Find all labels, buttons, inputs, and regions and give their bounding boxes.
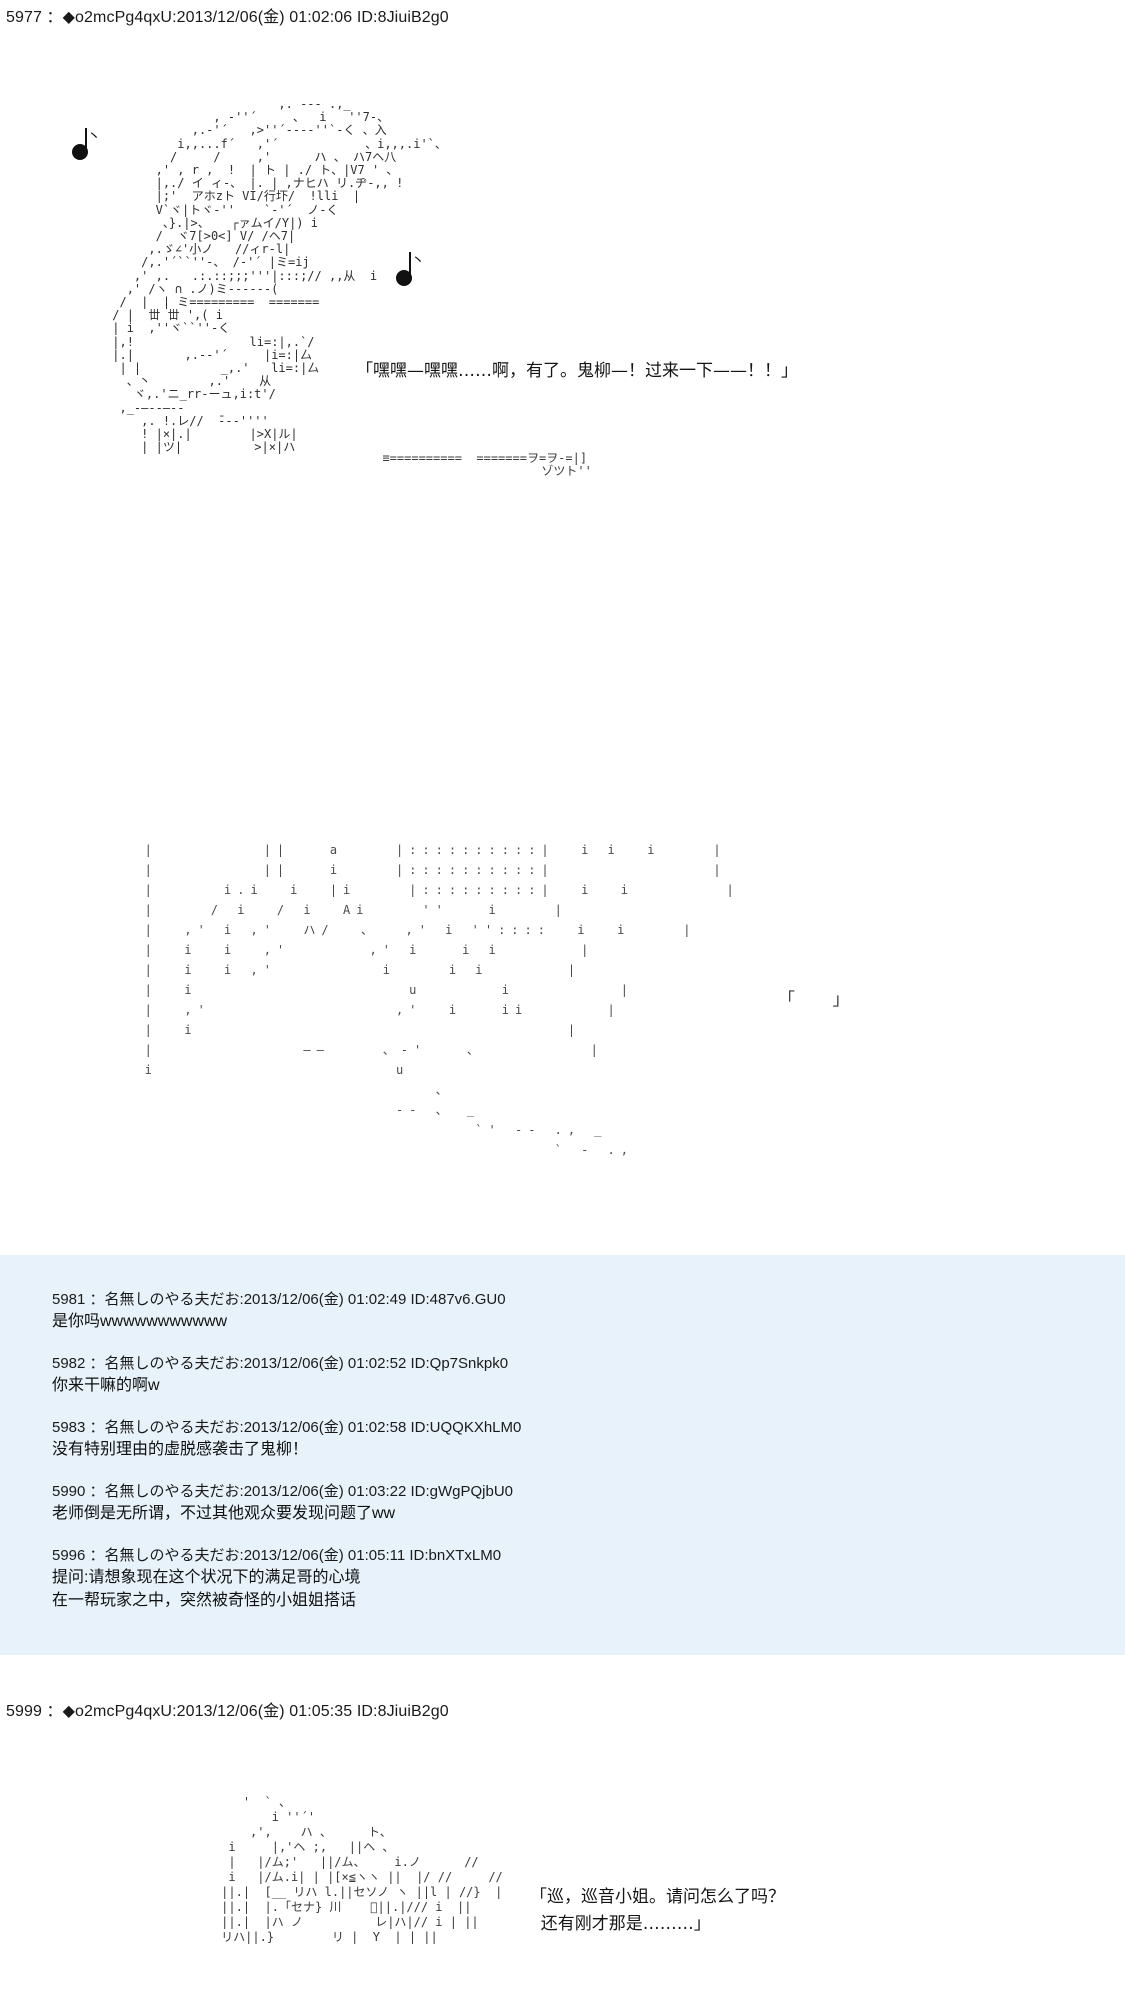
reply-item[interactable]: 5982 ：名無しのやる夫だお:2013/12/06(金) 01:02:52 I…: [52, 1353, 1125, 1397]
reply-meta: 5990 ：名無しのやる夫だお:2013/12/06(金) 01:03:22 I…: [52, 1483, 514, 1500]
reply-body: 是你吗wwwwwwwwwww: [52, 1313, 228, 1330]
reply-body: 提问:请想象现在这个状况下的满足哥的心境 在一帮玩家之中，突然被奇怪的小姐姐搭话: [52, 1569, 361, 1609]
music-note-stem-icon-1: [85, 128, 87, 150]
aa-art-figure-three: ' ` 、 i ''´' ,', ハ 、 ト、 i |,'ヘ ;, ||ヘ 、 …: [221, 1795, 503, 1944]
music-note-stem-icon-2: [409, 252, 411, 276]
music-note-flag-icon-2: 丶: [411, 253, 425, 269]
aa-art-figure-one: ,. -‐- .,_ , -''´ 、 i ''7-、 ,.-'´ ,>''´‐…: [112, 97, 447, 455]
reply-item[interactable]: 5983 ：名無しのやる夫だお:2013/12/06(金) 01:02:58 I…: [52, 1417, 1125, 1461]
dialogue-balloon-5999-line2: 还有刚才那是………」: [530, 1914, 711, 1934]
reply-item[interactable]: 5990 ：名無しのやる夫だお:2013/12/06(金) 01:03:22 I…: [52, 1481, 1125, 1525]
post-header-5999: 5999 ：◆o2mcPg4qxU:2013/12/06(金) 01:05:35…: [6, 1703, 449, 1720]
reply-body: 老师倒是无所谓，不过其他观众要发现问题了ww: [52, 1505, 396, 1522]
music-note-head-icon-1: [72, 144, 88, 160]
reply-meta: 5982 ：名無しのやる夫だお:2013/12/06(金) 01:02:52 I…: [52, 1355, 509, 1372]
dialogue-balloon-5999-line1: 「巡，巡音小姐。请问怎么了吗？: [530, 1887, 785, 1907]
reply-body: 没有特别理由的虚脱感袭击了鬼柳！: [52, 1441, 309, 1458]
replies-panel: 5981 ：名無しのやる夫だお:2013/12/06(金) 01:02:49 I…: [0, 1255, 1125, 1655]
music-note-flag-icon-1: 丶: [87, 129, 101, 145]
aa-art-guitar: ≡========== =======ヲ=ヲ‐=|] ゾツト'': [382, 451, 592, 479]
music-note-head-icon-2: [396, 270, 412, 286]
reply-meta: 5996 ：名無しのやる夫だお:2013/12/06(金) 01:05:11 I…: [52, 1547, 502, 1564]
post-header-5977: 5977 ：◆o2mcPg4qxU:2013/12/06(金) 01:02:06…: [6, 9, 449, 26]
reply-meta: 5981 ：名無しのやる夫だお:2013/12/06(金) 01:02:49 I…: [52, 1291, 506, 1308]
reply-body: 你来干嘛的啊w: [52, 1377, 160, 1394]
aa-speech-bracket-empty: 「 」: [778, 990, 850, 1010]
aa-art-figure-two: | || a |::::::::::| i i i | | || i |::::…: [144, 843, 740, 1157]
reply-meta: 5983 ：名無しのやる夫だお:2013/12/06(金) 01:02:58 I…: [52, 1419, 522, 1436]
dialogue-balloon-5977: 「嘿嘿—嘿嘿……啊，有了。鬼柳—！过来一下——！！」: [356, 361, 798, 381]
reply-item[interactable]: 5996 ：名無しのやる夫だお:2013/12/06(金) 01:05:11 I…: [52, 1545, 1125, 1612]
reply-item[interactable]: 5981 ：名無しのやる夫だお:2013/12/06(金) 01:02:49 I…: [52, 1289, 1125, 1333]
